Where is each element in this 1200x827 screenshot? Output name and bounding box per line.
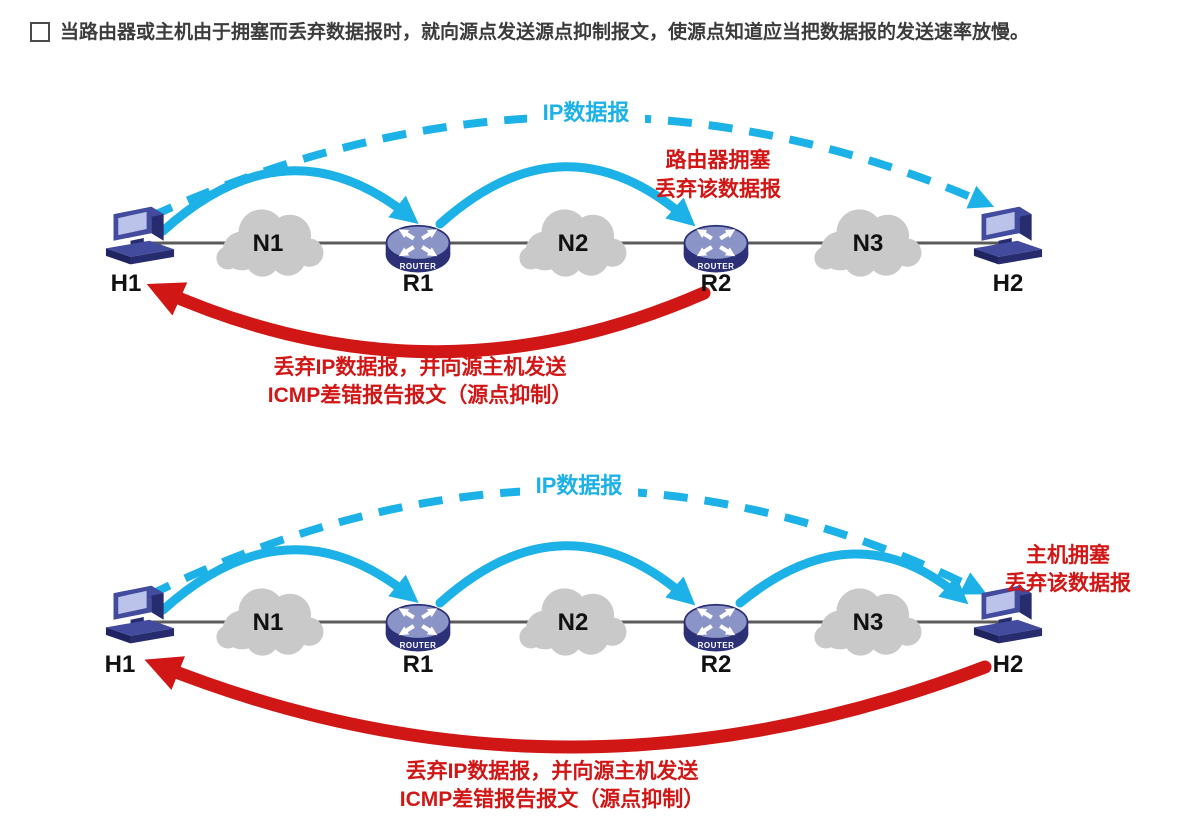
d2-hop-arrow-h1-r1 — [158, 545, 419, 615]
d2-congestion-note-line2: 丢弃该数据报 — [1005, 571, 1131, 595]
d1-router-r1-badge: ROUTER — [400, 262, 437, 271]
d1-ip-datagram-label: IP数据报 — [543, 100, 630, 125]
d1-label-r2: R2 — [701, 270, 732, 297]
d1-host-h2-icon — [973, 206, 1043, 265]
d1-router-r2-badge: ROUTER — [698, 262, 735, 271]
d2-label-n1: N1 — [253, 609, 284, 636]
d1-label-n2: N2 — [558, 230, 589, 257]
d2-label-n3: N3 — [853, 609, 884, 636]
d2-label-r2: R2 — [701, 651, 732, 678]
d1-ip-label-background — [527, 96, 645, 126]
bullet-row: 当路由器或主机由于拥塞而丢弃数据报时，就向源点发送源点抑制报文，使源点知道应当把… — [30, 20, 1184, 46]
d1-label-n1: N1 — [253, 230, 284, 257]
d2-router-r2-badge: ROUTER — [698, 641, 735, 650]
d2-label-h2: H2 — [993, 651, 1024, 678]
d1-hop-arrow-h1-r1 — [158, 166, 419, 236]
d1-label-h2: H2 — [993, 270, 1024, 297]
checkbox-bullet-icon — [30, 22, 50, 42]
slide-statement: 当路由器或主机由于拥塞而丢弃数据报时，就向源点发送源点抑制报文，使源点知道应当把… — [60, 22, 1030, 43]
d2-router-r1-badge: ROUTER — [400, 641, 437, 650]
d1-label-r1: R1 — [403, 270, 434, 297]
d2-label-r1: R1 — [403, 651, 434, 678]
diagram-router-congestion: ROUTER ROUTER IP数据报 路由器拥塞 丢弃该数据报 H1 N1 R… — [105, 96, 1043, 407]
d2-hop-arrow-r2-h2 — [735, 549, 969, 608]
d1-label-h1: H1 — [111, 270, 142, 297]
d1-icmp-source-quench-arrow — [146, 282, 711, 359]
d2-icmp-source-quench-arrow — [144, 656, 992, 754]
d1-hop-arrow-r1-r2 — [435, 162, 696, 229]
d2-ip-label-background — [520, 469, 638, 499]
d2-ip-datagram-label: IP数据报 — [536, 473, 623, 498]
d2-icmp-caption-line1: 丢弃IP数据报，并向源主机发送 — [406, 759, 700, 783]
d2-icmp-caption-line2: ICMP差错报告报文（源点抑制） — [400, 787, 705, 811]
d1-icmp-caption-line2: ICMP差错报告报文（源点抑制） — [268, 383, 573, 407]
d2-label-n2: N2 — [558, 609, 589, 636]
d2-congestion-note-line1: 主机拥塞 — [1026, 543, 1111, 567]
d2-ip-datagram-dashed-arrow — [146, 486, 987, 600]
diagram-host-congestion: ROUTER ROUTER IP数据报 主机拥塞 丢弃该数据报 H1 N1 R1… — [105, 469, 1131, 811]
d1-congestion-note-line2: 丢弃该数据报 — [655, 177, 781, 201]
d2-host-h1-icon — [105, 585, 175, 644]
d1-icmp-caption-line1: 丢弃IP数据报，并向源主机发送 — [274, 355, 568, 379]
d1-host-h1-icon — [105, 206, 175, 265]
d1-congestion-note-line1: 路由器拥塞 — [666, 148, 772, 172]
d1-label-n3: N3 — [853, 230, 884, 257]
d2-hop-arrow-r1-r2 — [435, 541, 696, 608]
d2-label-h1: H1 — [105, 651, 136, 678]
